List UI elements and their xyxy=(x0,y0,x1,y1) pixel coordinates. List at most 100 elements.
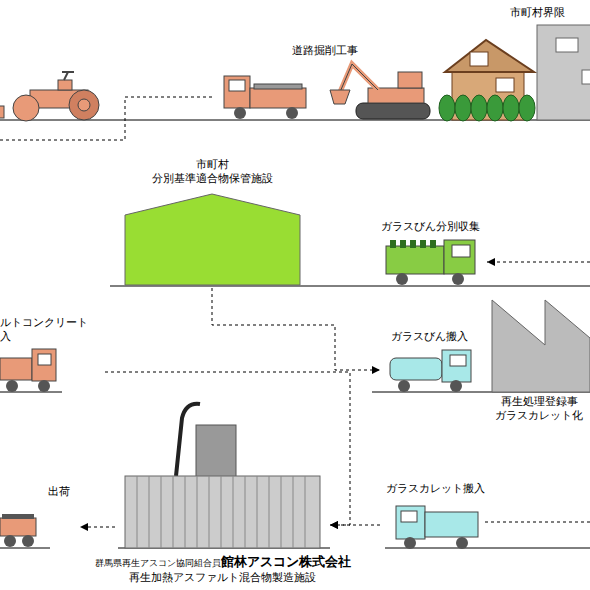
ground-line xyxy=(0,392,62,393)
truck-wheel xyxy=(6,380,18,392)
truck-load xyxy=(2,514,34,519)
process-node: ガラスカレット搬入 xyxy=(380,482,490,550)
truck-window xyxy=(229,80,245,91)
stripe xyxy=(305,476,306,548)
ground-line xyxy=(0,548,50,549)
roller-steering xyxy=(62,71,74,73)
roller-hub xyxy=(78,99,90,111)
process-node: 群馬県再生アスコン協同組合員館林アスコン株式会社再生加熱アスファルト混合物製造施… xyxy=(115,408,330,588)
truck-cab xyxy=(396,506,425,539)
excavator-bucket xyxy=(330,90,350,104)
truck-bed xyxy=(0,358,32,380)
truck-wheel xyxy=(4,535,16,547)
stripe xyxy=(161,476,162,548)
hedge-bush xyxy=(439,95,455,121)
connectors xyxy=(80,288,380,527)
node-text: 再生加熱アスファルト混合物製造施設 xyxy=(55,571,390,585)
truck-cab xyxy=(442,350,471,382)
node-text: 再生処理登録事 ガラスカレット化 xyxy=(488,395,590,424)
truck-wheel xyxy=(452,273,464,285)
truck-cab xyxy=(224,76,250,108)
truck-wheel xyxy=(398,380,410,392)
bottle xyxy=(390,240,396,248)
building-window xyxy=(582,70,590,84)
recycling-factory xyxy=(492,300,590,392)
truck-wheel xyxy=(456,537,468,549)
node-label: 道路掘削工事 xyxy=(292,44,402,58)
hedge-bush xyxy=(503,95,519,121)
bottle xyxy=(430,240,436,248)
stripe xyxy=(233,476,234,548)
truck-cab xyxy=(32,349,56,381)
stripe xyxy=(281,476,282,548)
house-roof xyxy=(445,40,534,72)
excavator-boom xyxy=(340,64,378,92)
node-text: 群馬県再生アスコン協同組合員 xyxy=(95,558,221,568)
node-label: 出荷 xyxy=(48,485,80,499)
process-node: 市町村 分別基準適合物保管施設 xyxy=(120,156,305,288)
stripe xyxy=(293,476,294,548)
roller-drum xyxy=(13,95,39,121)
roller-wheel xyxy=(69,90,99,120)
truck-wheel xyxy=(404,537,416,549)
roller-steering xyxy=(64,72,68,80)
incoming-route xyxy=(482,522,590,523)
truck-wheel xyxy=(286,107,298,119)
excavator-cab xyxy=(398,72,422,88)
truck-window xyxy=(401,511,417,522)
node-text: ガラスカレット搬入 xyxy=(380,482,490,496)
storage-building xyxy=(125,194,300,285)
hedge-bush xyxy=(455,95,471,121)
node-text: ルトコンクリート 入 xyxy=(0,316,95,345)
node-text: ガラスびん分別収集 xyxy=(375,220,485,234)
excavator-track xyxy=(356,103,430,119)
hedge-bush xyxy=(471,95,487,121)
ground-line xyxy=(110,286,590,287)
node-label: ルトコンクリート 入 xyxy=(0,316,95,345)
stripe xyxy=(221,476,222,548)
truck-wheel xyxy=(22,535,34,547)
truck-bed xyxy=(0,518,36,536)
stripe xyxy=(269,476,270,548)
stripe xyxy=(137,476,138,548)
process-node: 道路掘削工事 xyxy=(285,42,435,122)
stripe xyxy=(185,476,186,548)
truck-bed xyxy=(425,512,478,537)
stripe xyxy=(149,476,150,548)
truck-tank xyxy=(390,358,442,380)
excavator-boom xyxy=(340,64,378,92)
truck-window xyxy=(452,245,470,257)
office-building xyxy=(537,25,590,120)
process-node: 再生処理登録事 ガラスカレット化 xyxy=(488,298,590,426)
roller-part xyxy=(0,106,4,118)
house-window xyxy=(470,52,488,66)
flow-arrow xyxy=(80,527,115,528)
building-window xyxy=(556,38,578,52)
process-node: ルトコンクリート 入 xyxy=(0,316,105,394)
node-text: 市町村 分別基準適合物保管施設 xyxy=(140,158,285,187)
node-label: 群馬県再生アスコン協同組合員館林アスコン株式会社再生加熱アスファルト混合物製造施… xyxy=(55,554,390,585)
truck-cab xyxy=(444,240,475,274)
node-label: 再生処理登録事 ガラスカレット化 xyxy=(488,395,590,424)
truck-bed xyxy=(250,88,306,108)
process-node: ガラスびん搬入 xyxy=(380,330,478,394)
truck-window xyxy=(38,354,51,365)
flow-arrow xyxy=(212,288,380,370)
hedge-bush xyxy=(487,95,503,121)
plant-tower xyxy=(196,425,236,477)
node-label: ガラスカレット搬入 xyxy=(380,482,490,496)
node-label: 市町村 分別基準適合物保管施設 xyxy=(140,158,285,187)
stripe xyxy=(173,476,174,548)
truck-wheel xyxy=(450,380,462,392)
node-text: 市町村界限 xyxy=(510,6,585,20)
stripe xyxy=(245,476,246,548)
bottle xyxy=(400,240,406,248)
plant-stripes xyxy=(137,476,305,548)
glass-bottles xyxy=(390,240,436,248)
hedge xyxy=(439,95,535,121)
truck-wheel xyxy=(396,273,408,285)
ground-line xyxy=(385,548,590,549)
house-window xyxy=(496,78,514,92)
